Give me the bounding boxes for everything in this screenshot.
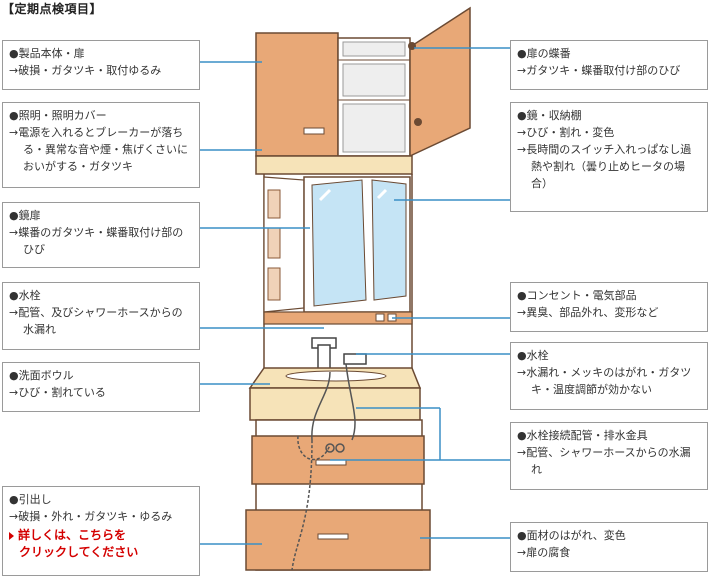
details-link-line2[interactable]: クリックしてください (19, 545, 139, 559)
callout-heading: ●洗面ボウル (9, 369, 74, 382)
side-shelf (263, 176, 305, 313)
callout-text: →異臭、部品外れ、変形など (517, 306, 659, 319)
mirror (303, 176, 411, 313)
callout-heading: ●扉の蝶番 (517, 47, 571, 60)
callout-text: →水漏れ・メッキのはがれ・ガタツキ・温度調節が効かない (517, 366, 692, 396)
callout-text: →ひび・割れ・変色 (517, 126, 615, 139)
faucet (311, 337, 367, 372)
callout-heading: ●鏡扉 (9, 209, 41, 222)
callout-mirror-door: ●鏡扉 →蝶番のガタツキ・蝶番取付け部のひび (2, 202, 200, 268)
basin-counter (248, 367, 422, 421)
callout-text: →配管、及びシャワーホースからの水漏れ (9, 306, 183, 336)
callout-outlet: ●コンセント・電気部品 →異臭、部品外れ、変形など (510, 282, 708, 332)
callout-text: →長時間のスイッチ入れっぱなし過熱や割れ（曇り止めヒータの場合） (517, 143, 692, 190)
details-link[interactable]: 詳しくは、こちらを クリックしてください (9, 527, 193, 561)
upper-cabinet (255, 6, 471, 158)
callout-heading: ●水栓接続配管・排水金具 (517, 429, 648, 442)
callout-heading: ●コンセント・電気部品 (517, 289, 637, 302)
callout-text: →ひび・割れている (9, 386, 106, 399)
details-link-line1[interactable]: 詳しくは、こちらを (18, 528, 127, 542)
callout-heading: ●面材のはがれ、変色 (517, 529, 626, 542)
callout-text: →破損・ガタツキ・取付ゆるみ (9, 64, 162, 77)
page-title: 【定期点検項目】 (2, 2, 103, 16)
callout-faucet-right: ●水栓 →水漏れ・メッキのはがれ・ガタツキ・温度調節が効かない (510, 342, 708, 410)
callout-lighting: ●照明・照明カバー →電源を入れるとブレーカーが落ちる・異常な音や煙・焦げくさい… (2, 102, 200, 188)
callout-basin: ●洗面ボウル →ひび・割れている (2, 362, 200, 412)
callout-text: →扉の腐食 (517, 546, 571, 559)
callout-cabinet-body: ●製品本体・扉 →破損・ガタツキ・取付ゆるみ (2, 40, 200, 90)
callout-heading: ●鏡・収納棚 (517, 109, 582, 122)
drain-pipes (291, 363, 356, 571)
callout-heading: ●引出し (9, 493, 52, 506)
callout-text: →電源を入れるとブレーカーが落ちる・異常な音や煙・焦げくさいにおいがする・ガタツ… (9, 126, 188, 173)
callout-heading: ●照明・照明カバー (9, 109, 107, 122)
callout-text: →破損・外れ・ガタツキ・ゆるみ (9, 510, 173, 523)
drawer-lower (245, 509, 431, 571)
callout-text: →蝶番のガタツキ・蝶番取付け部のひび (9, 226, 184, 256)
callout-text: →配管、シャワーホースからの水漏れ (517, 446, 691, 476)
callout-heading: ●水栓 (517, 349, 549, 362)
callout-facing: ●面材のはがれ、変色 →扉の腐食 (510, 522, 708, 572)
arrow-right-icon (9, 531, 14, 540)
callout-heading: ●製品本体・扉 (9, 47, 85, 60)
callout-heading: ●水栓 (9, 289, 41, 302)
callout-mirror-shelf: ●鏡・収納棚 →ひび・割れ・変色 →長時間のスイッチ入れっぱなし過熱や割れ（曇り… (510, 102, 708, 212)
callout-drawer: ●引出し →破損・外れ・ガタツキ・ゆるみ 詳しくは、こちらを クリックしてくださ… (2, 486, 200, 576)
leader-lines (200, 47, 510, 545)
callout-pipes: ●水栓接続配管・排水金具 →配管、シャワーホースからの水漏れ (510, 422, 708, 490)
light-bar (255, 155, 413, 175)
callout-text: →ガタツキ・蝶番取付け部のひび (517, 64, 681, 77)
callout-door-hinge: ●扉の蝶番 →ガタツキ・蝶番取付け部のひび (510, 40, 708, 90)
callout-faucet-left: ●水栓 →配管、及びシャワーホースからの水漏れ (2, 282, 200, 350)
